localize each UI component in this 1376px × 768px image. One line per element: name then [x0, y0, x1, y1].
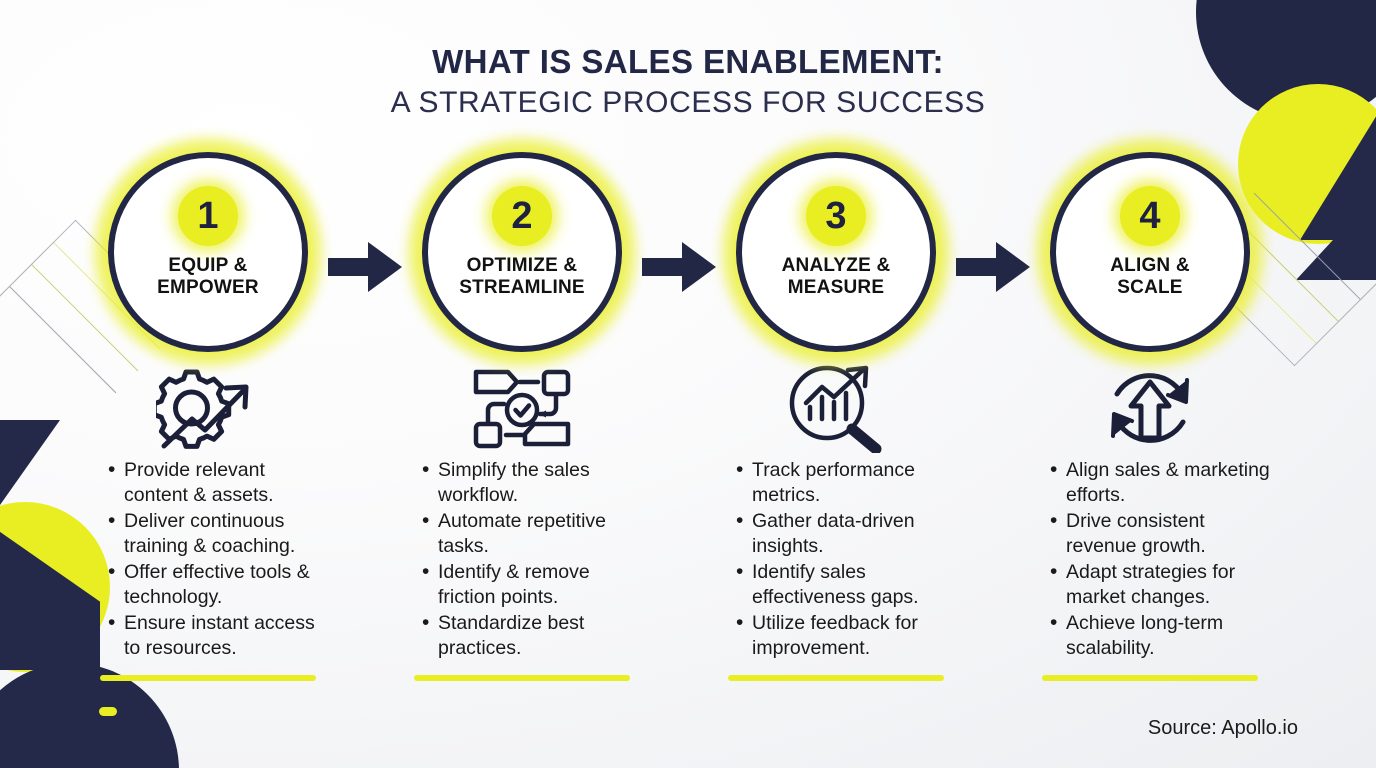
list-item: Identify & remove friction points.	[422, 559, 646, 609]
arrow-right-icon	[328, 242, 402, 292]
list-item: Align sales & marketing efforts.	[1050, 457, 1274, 507]
step-1-bullet-list: Provide relevant content & assets. Deliv…	[84, 457, 332, 661]
workflow-diagram-icon	[398, 362, 646, 454]
step-4-label: ALIGN & SCALE	[1110, 255, 1190, 300]
arrow-right-icon	[956, 242, 1030, 292]
step-3-label: ANALYZE & MEASURE	[782, 255, 891, 300]
process-steps-row: 1 EQUIP & EMPOWER Provide relevant conte…	[84, 138, 1316, 681]
list-item: Achieve long-term scalability.	[1050, 610, 1274, 660]
list-item: Drive consistent revenue growth.	[1050, 508, 1274, 558]
step-2-circle[interactable]: 2 OPTIMIZE & STREAMLINE	[408, 138, 636, 366]
step-3-label-line2: MEASURE	[787, 277, 885, 299]
source-attribution: Source: Apollo.io	[1147, 717, 1298, 739]
connector-1-to-2	[328, 152, 402, 380]
list-item: Identify sales effectiveness gaps.	[736, 559, 960, 609]
step-1-label: EQUIP & EMPOWER	[157, 255, 259, 300]
list-item: Adapt strategies for market changes.	[1050, 559, 1274, 609]
page-title: WHAT IS SALES ENABLEMENT: A STRATEGIC PR…	[0, 43, 1376, 121]
list-item: Provide relevant content & assets.	[108, 457, 332, 507]
connector-3-to-4	[956, 152, 1030, 380]
circular-arrows-up-icon	[1026, 362, 1274, 454]
step-1-underline-bar	[100, 674, 316, 681]
step-4-underline-bar	[1042, 674, 1258, 681]
list-item: Deliver continuous training & coaching.	[108, 508, 332, 558]
step-2-label-line1: OPTIMIZE &	[466, 255, 578, 276]
gear-growth-arrow-icon	[84, 362, 332, 454]
title-sub-line: A STRATEGIC PROCESS FOR SUCCESS	[390, 85, 986, 119]
process-step-3[interactable]: 3 ANALYZE & MEASURE	[712, 138, 960, 681]
bottom-left-yellow-dash-decoration	[99, 707, 117, 716]
step-3-circle[interactable]: 3 ANALYZE & MEASURE	[722, 138, 950, 366]
step-4-circle-body[interactable]: 4 ALIGN & SCALE	[1050, 152, 1250, 352]
step-1-label-line1: EQUIP &	[168, 255, 248, 276]
step-4-label-line2: SCALE	[1117, 277, 1183, 299]
connector-2-to-3	[642, 152, 716, 380]
step-2-label: OPTIMIZE & STREAMLINE	[459, 255, 585, 300]
step-2-underline-bar	[414, 674, 630, 681]
step-2-circle-body[interactable]: 2 OPTIMIZE & STREAMLINE	[422, 152, 622, 352]
step-3-label-line1: ANALYZE &	[781, 255, 891, 276]
step-4-label-line1: ALIGN &	[1110, 255, 1190, 276]
step-3-circle-body[interactable]: 3 ANALYZE & MEASURE	[736, 152, 936, 352]
step-1-label-line2: EMPOWER	[157, 277, 259, 299]
step-2-bullet-list: Simplify the sales workflow. Automate re…	[398, 457, 646, 661]
list-item: Utilize feedback for improvement.	[736, 610, 960, 660]
process-step-2[interactable]: 2 OPTIMIZE & STREAMLINE	[398, 138, 646, 681]
step-4-bullet-list: Align sales & marketing efforts. Drive c…	[1026, 457, 1274, 661]
magnifier-bar-chart-icon	[712, 362, 960, 454]
arrow-right-icon	[642, 242, 716, 292]
list-item: Simplify the sales workflow.	[422, 457, 646, 507]
list-item: Automate repetitive tasks.	[422, 508, 646, 558]
step-1-circle[interactable]: 1 EQUIP & EMPOWER	[94, 138, 322, 366]
step-3-underline-bar	[728, 674, 944, 681]
process-step-4[interactable]: 4 ALIGN & SCALE Align sales & market	[1026, 138, 1274, 681]
step-2-label-line2: STREAMLINE	[459, 277, 585, 299]
step-4-circle[interactable]: 4 ALIGN & SCALE	[1036, 138, 1264, 366]
list-item: Gather data-driven insights.	[736, 508, 960, 558]
list-item: Track performance metrics.	[736, 457, 960, 507]
step-3-number-badge: 3	[806, 186, 866, 246]
step-4-number-badge: 4	[1120, 186, 1180, 246]
step-3-bullet-list: Track performance metrics. Gather data-d…	[712, 457, 960, 661]
bottom-left-navy-triangle-decoration	[0, 420, 60, 590]
step-2-number-badge: 2	[492, 186, 552, 246]
list-item: Standardize best practices.	[422, 610, 646, 660]
process-step-1[interactable]: 1 EQUIP & EMPOWER Provide relevant conte…	[84, 138, 332, 681]
list-item: Offer effective tools & technology.	[108, 559, 332, 609]
list-item: Ensure instant access to resources.	[108, 610, 332, 660]
step-1-circle-body[interactable]: 1 EQUIP & EMPOWER	[108, 152, 308, 352]
title-main-line: WHAT IS SALES ENABLEMENT:	[432, 43, 944, 80]
step-1-number-badge: 1	[178, 186, 238, 246]
